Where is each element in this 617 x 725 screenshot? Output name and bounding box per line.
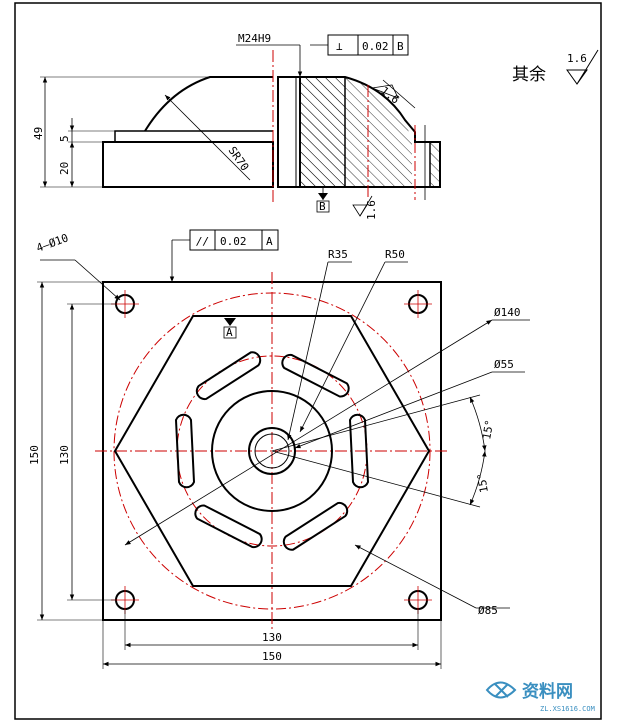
r50-label: R50: [385, 248, 405, 261]
d85-label: Ø85: [478, 604, 498, 617]
plan-view: [37, 229, 530, 669]
perp-symbol: ⊥: [336, 40, 343, 53]
dim-130-left: 130: [58, 445, 71, 465]
watermark: 资料网 ZL.XS1616.COM: [485, 681, 595, 713]
section-view: [40, 34, 441, 217]
d55-label: Ø55: [494, 358, 514, 371]
hole-callout: 4—Ø10: [35, 231, 71, 255]
dim-49: 49: [32, 127, 45, 140]
dim-150-left: 150: [28, 445, 41, 465]
datum-a-label: A: [226, 326, 233, 339]
angle-bottom-label: 15°: [475, 472, 491, 494]
perp-value: 0.02: [362, 40, 389, 53]
par-symbol: //: [196, 235, 209, 248]
drawing-frame: [14, 2, 602, 720]
dim-20: 20: [58, 162, 71, 175]
roughness-symbol: [566, 49, 599, 85]
datum-b-label: B: [319, 200, 326, 213]
par-datum: A: [266, 235, 273, 248]
perp-datum: B: [397, 40, 404, 53]
dim-5: 5: [58, 135, 71, 142]
r35-label: R35: [328, 248, 348, 261]
dim-130-bottom: 130: [262, 631, 282, 644]
angle-top-label: 15°: [480, 419, 496, 441]
dim-150-bottom: 150: [262, 650, 282, 663]
watermark-name: 资料网: [522, 681, 573, 702]
par-value: 0.02: [220, 235, 247, 248]
watermark-url: ZL.XS1616.COM: [540, 705, 595, 713]
thread-label: M24H9: [238, 32, 271, 45]
roughness-right-value: 1.6: [365, 200, 378, 220]
d140-label: Ø140: [494, 306, 521, 319]
sphere-radius: SR70: [226, 144, 252, 173]
note-other-surfaces: 其余: [512, 65, 546, 85]
watermark-logo: [485, 681, 517, 699]
note-roughness-value: 1.6: [567, 52, 587, 65]
